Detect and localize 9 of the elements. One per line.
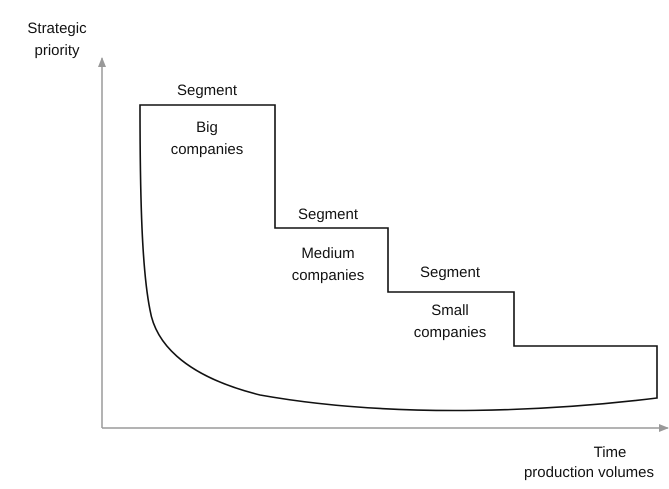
- axis-label: Strategic priority: [26, 19, 88, 61]
- axis-label: production volumes: [522, 463, 656, 483]
- segment-label: Big companies: [170, 118, 244, 160]
- segment-label: Small companies: [412, 301, 488, 343]
- segment-heading: Segment: [176, 81, 238, 101]
- segment-heading: Segment: [418, 263, 482, 283]
- segment-heading: Segment: [296, 205, 360, 225]
- segment-label: Medium companies: [290, 244, 366, 286]
- axis-label: Time: [592, 443, 628, 463]
